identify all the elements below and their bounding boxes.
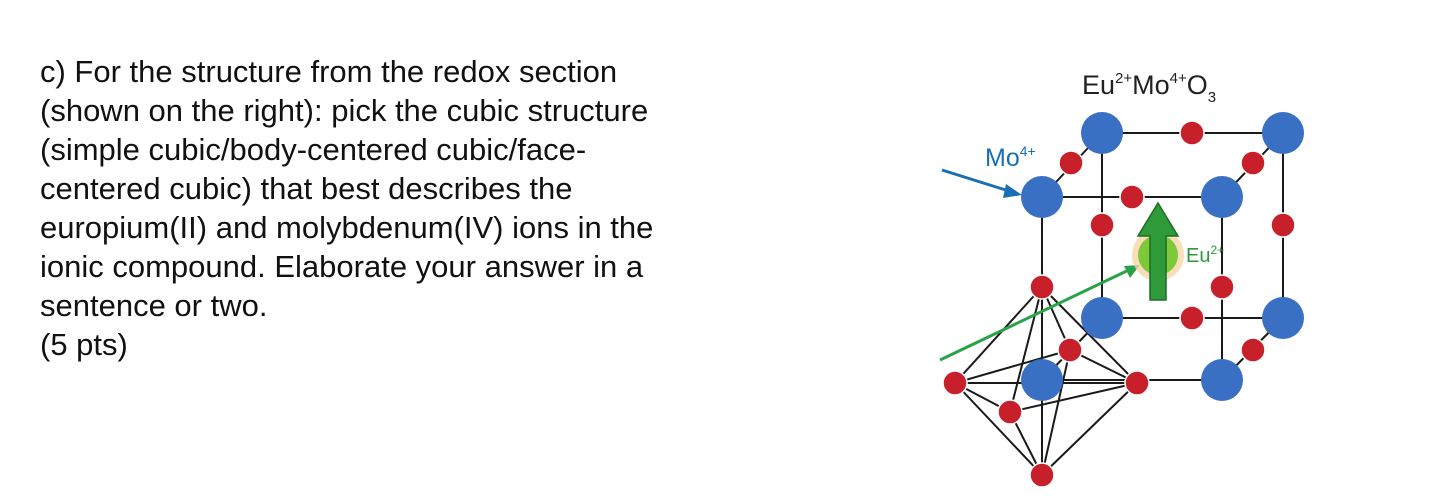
oxygen-atoms	[942, 120, 1296, 488]
mo-pointer-arrowhead	[1003, 184, 1022, 198]
mo-atom	[1201, 176, 1243, 218]
oxygen-atom	[1029, 462, 1055, 488]
mo-atom	[1021, 176, 1063, 218]
oxygen-atom	[997, 399, 1023, 425]
eu-pointer-arrow	[939, 266, 1134, 362]
formula-label: Eu2+Mo4+O3	[1082, 70, 1216, 106]
question-line: (simple cubic/body-centered cubic/face-	[40, 132, 587, 167]
eu-label: Eu2+	[1186, 243, 1224, 267]
points-line: (5 pts)	[40, 327, 128, 362]
oxygen-atom	[1119, 184, 1145, 210]
question-line: c) For the structure from the redox sect…	[40, 54, 618, 89]
eu-moment-arrow	[1136, 201, 1180, 301]
oxygen-atom	[1240, 150, 1266, 176]
question-line: centered cubic) that best describes the	[40, 171, 573, 206]
question-line: (shown on the right): pick the cubic str…	[40, 93, 649, 128]
oxygen-atom	[1058, 150, 1084, 176]
mo-atom	[1262, 112, 1304, 154]
oxygen-atom	[1089, 212, 1115, 238]
mo-atom	[1021, 359, 1063, 401]
oxygen-atom	[1057, 337, 1083, 363]
mo-label: Mo4+	[985, 143, 1036, 172]
oxygen-atom	[1270, 212, 1296, 238]
oxygen-atom	[942, 370, 968, 396]
oxygen-atom	[1179, 305, 1205, 331]
oxygen-atom	[1029, 274, 1055, 300]
oxygen-atom	[1209, 274, 1235, 300]
question-text: c) For the structure from the redox sect…	[40, 52, 800, 364]
question-line: ionic compound. Elaborate your answer in…	[40, 249, 644, 284]
mo-atom	[1081, 297, 1123, 339]
question-line: europium(II) and molybdenum(IV) ions in …	[40, 210, 654, 245]
oxygen-atom	[1179, 120, 1205, 146]
mo-atom	[1262, 297, 1304, 339]
oxygen-atom	[1124, 370, 1150, 396]
oxygen-atom	[1240, 337, 1266, 363]
mo-atom	[1201, 359, 1243, 401]
perovskite-diagram: Eu2+Mo4+O3	[939, 70, 1304, 488]
question-line: sentence or two.	[40, 288, 268, 323]
crystal-structure-figure: Eu2+Mo4+O3	[930, 55, 1310, 495]
mo-pointer-arrow	[941, 168, 1013, 194]
mo-atom	[1081, 112, 1123, 154]
